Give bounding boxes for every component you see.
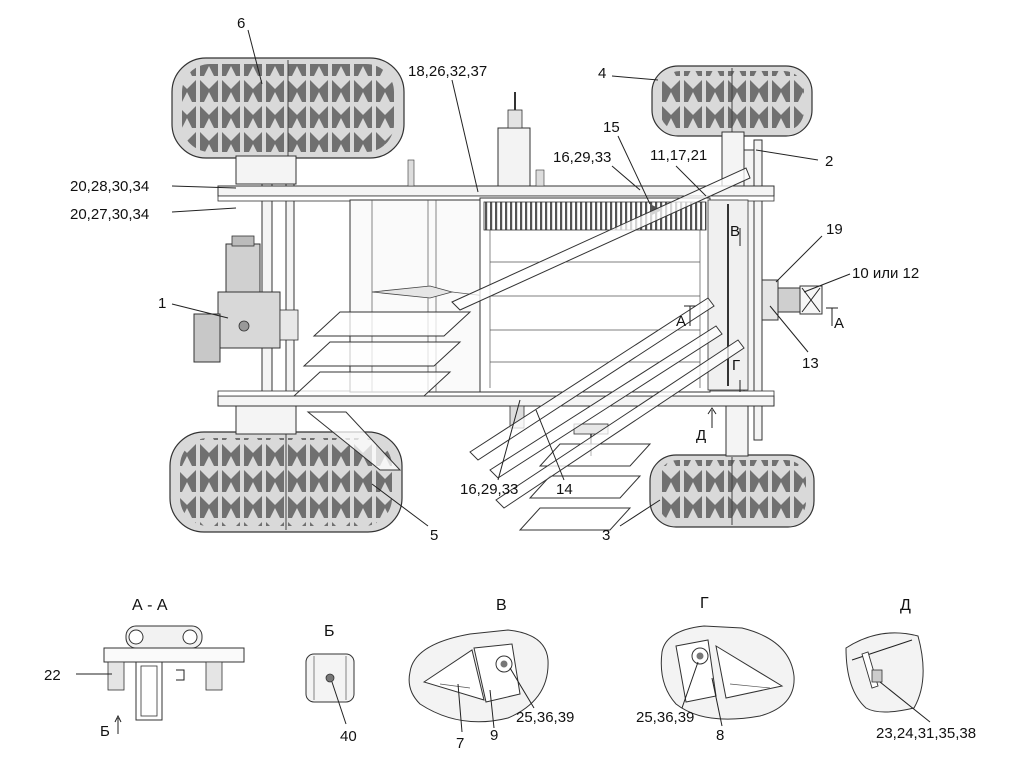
tire-rear-left <box>171 57 405 159</box>
tire-front-right <box>649 454 815 528</box>
callout-20-upper: 20,28,30,34 <box>70 178 149 195</box>
mark-B: В <box>730 223 740 240</box>
tow-hitch <box>761 279 823 321</box>
callout-2: 2 <box>825 153 833 170</box>
view-b: Б 40 <box>305 623 357 745</box>
view-v: В 7 9 25,36,39 <box>408 597 574 752</box>
mark-B-under-aa: Б <box>100 723 110 740</box>
callout-25-left: 25,36,39 <box>516 709 574 726</box>
tire-front-left <box>651 65 813 137</box>
drive-unit <box>193 235 299 363</box>
view-g: Г 25,36,39 8 <box>636 595 795 744</box>
callout-7: 7 <box>456 735 464 752</box>
callout-22: 22 <box>44 667 61 684</box>
callout-11: 11,17,21 <box>650 147 707 164</box>
mark-D: Д <box>696 427 706 444</box>
section-indicators <box>684 228 838 428</box>
mark-G: Г <box>732 357 740 374</box>
callout-15: 15 <box>603 119 620 136</box>
main-plan-view <box>169 29 851 533</box>
view-g-title: Г <box>700 595 709 612</box>
callout-9: 9 <box>490 727 498 744</box>
callout-4: 4 <box>598 65 606 82</box>
callout-1: 1 <box>158 295 166 312</box>
view-d-title: Д <box>900 597 911 614</box>
mark-A-right: A <box>834 315 844 332</box>
view-d: Д 23,24,31,35,38 <box>845 597 976 742</box>
view-v-title: В <box>496 597 507 614</box>
mark-A-left: A <box>676 313 686 330</box>
callout-8: 8 <box>716 727 724 744</box>
callout-14: 14 <box>556 481 573 498</box>
view-aa-title: А - А <box>132 597 168 614</box>
callout-3: 3 <box>602 527 610 544</box>
callout-18: 18,26,32,37 <box>408 63 487 80</box>
callout-19: 19 <box>826 221 843 238</box>
callout-25-right: 25,36,39 <box>636 709 694 726</box>
callout-6: 6 <box>237 15 245 32</box>
callout-16-bottom: 16,29,33 <box>460 481 518 498</box>
callout-13: 13 <box>802 355 819 372</box>
callout-16-top: 16,29,33 <box>553 149 611 166</box>
callout-5: 5 <box>430 527 438 544</box>
filler-pipe <box>407 92 545 187</box>
callout-20-lower: 20,27,30,34 <box>70 206 149 223</box>
callout-10: 10 или 12 <box>852 265 919 282</box>
main-callouts: 6 18,26,32,37 4 15 16,29,33 11,17,21 2 2… <box>70 15 919 544</box>
view-aa: А - А 22 Б <box>44 597 245 740</box>
view-b-title: Б <box>324 623 335 640</box>
leader-lines <box>171 29 851 527</box>
callout-40: 40 <box>340 728 357 745</box>
callout-23: 23,24,31,35,38 <box>876 725 976 742</box>
